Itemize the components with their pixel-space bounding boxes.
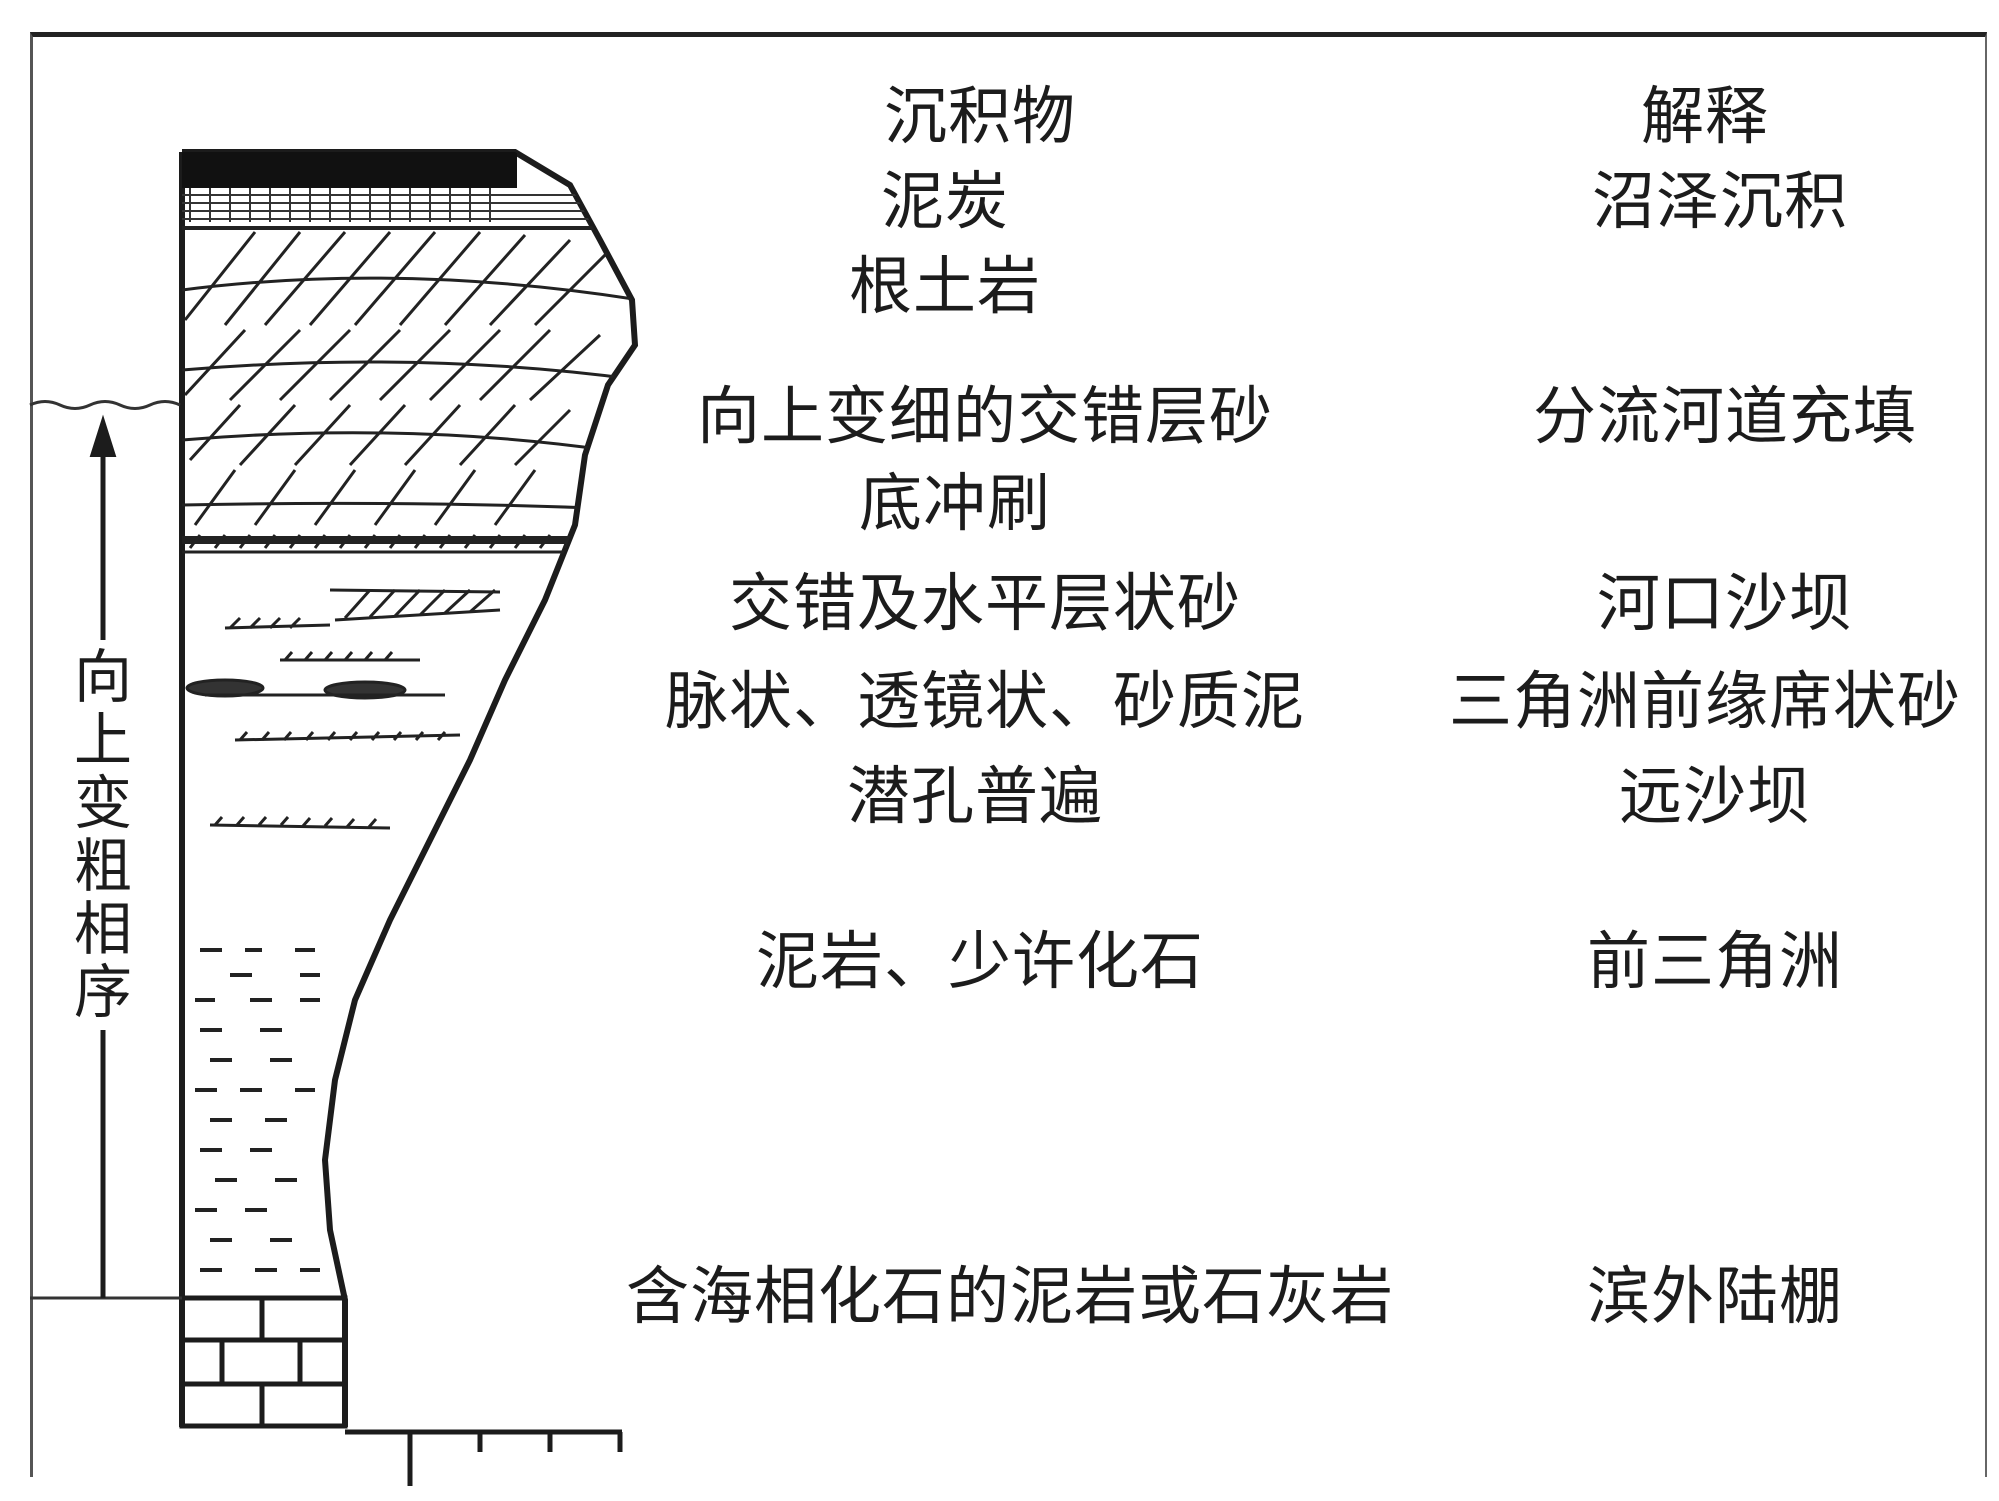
header-interpretation: 解释 bbox=[1641, 80, 1769, 153]
interp-prodelta: 前三角洲 bbox=[1587, 925, 1843, 998]
interp-sheet-sand: 三角洲前缘席状砂 bbox=[1449, 665, 1961, 738]
limestone-bricks bbox=[179, 1295, 348, 1429]
sediment-marine-limestone: 含海相化石的泥岩或石灰岩 bbox=[626, 1260, 1394, 1333]
sediment-cross-horizontal-sand: 交错及水平层状砂 bbox=[729, 567, 1241, 640]
column-outline bbox=[179, 149, 639, 1427]
mouth-bar-lenses bbox=[185, 588, 501, 830]
mudstone-dashes bbox=[195, 948, 320, 1272]
interp-mouth-bar: 河口沙坝 bbox=[1597, 567, 1853, 640]
grain-size-scale bbox=[345, 1429, 623, 1486]
cross-bedded-sand bbox=[182, 226, 635, 554]
interp-offshore-shelf: 滨外陆棚 bbox=[1587, 1260, 1843, 1333]
header-sediment: 沉积物 bbox=[884, 80, 1076, 153]
sediment-mudstone: 泥岩、少许化石 bbox=[756, 925, 1204, 998]
sediment-scour: 底冲刷 bbox=[859, 467, 1051, 540]
side-label: 向上变粗相序 bbox=[68, 640, 138, 1030]
boundary-wave bbox=[29, 400, 181, 410]
sediment-flaser-lenticular: 脉状、透镜状、砂质泥 bbox=[665, 665, 1305, 738]
sediment-burrows: 潜孔普遍 bbox=[847, 760, 1103, 833]
cross-bed-strokes bbox=[183, 231, 612, 549]
diagram-frame bbox=[30, 32, 1987, 1477]
rootlet-layer bbox=[182, 188, 600, 222]
sediment-fining-sand: 向上变细的交错层砂 bbox=[697, 380, 1273, 453]
sediment-peat: 泥炭 bbox=[881, 165, 1009, 238]
interp-swamp: 沼泽沉积 bbox=[1592, 165, 1848, 238]
sediment-root-clay: 根土岩 bbox=[849, 250, 1041, 323]
peat-layer bbox=[182, 152, 517, 188]
interp-distal-bar: 远沙坝 bbox=[1619, 760, 1811, 833]
interp-channel-fill: 分流河道充填 bbox=[1533, 380, 1917, 453]
